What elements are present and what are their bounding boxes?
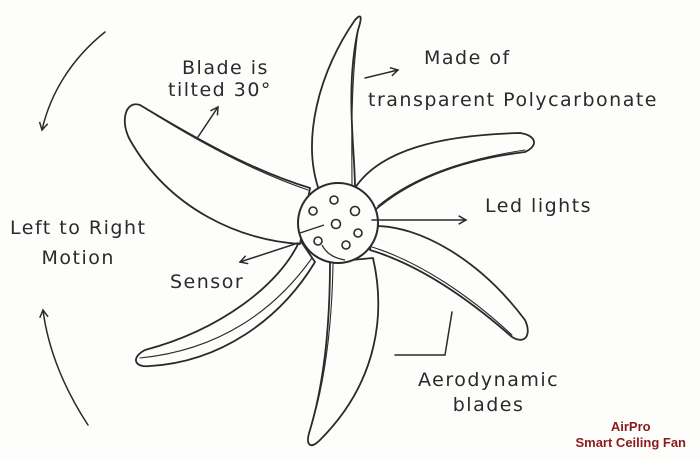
brand-caption: AirPro Smart Ceiling Fan (575, 419, 686, 451)
label-led-lights: Led lights (485, 195, 593, 217)
blade-tilt-arrow (197, 105, 219, 138)
label-blade-tilt: Blade is tilted 30° (168, 57, 272, 101)
brand-title: AirPro (610, 419, 651, 434)
label-sensor: Sensor (170, 271, 245, 293)
label-motion: Left to Right Motion (10, 217, 147, 269)
fan-blade-lower-right (369, 225, 529, 341)
fan-hub (297, 182, 379, 264)
fan-blade-top (311, 15, 362, 194)
fan-blade-upper-right (354, 132, 535, 211)
led-light-dots (308, 195, 363, 250)
aero-pointer (394, 311, 453, 356)
sensor-mark (299, 224, 325, 234)
material-arrow (364, 66, 400, 79)
label-material-line2: transparent Polycarbonate (368, 89, 659, 111)
fan-blade-bottom (307, 257, 380, 447)
label-material: Made of (424, 47, 511, 69)
sensor-arrow (238, 242, 299, 265)
rotation-arrow-bottom-icon (39, 308, 89, 426)
fan-blade-lower-left (135, 239, 316, 368)
brand-subtitle: Smart Ceiling Fan (575, 435, 686, 450)
label-aerodynamic-blades: Aerodynamic blades (418, 369, 560, 416)
fan-blade-upper-left (123, 103, 311, 245)
rotation-arrow-top-icon (38, 31, 106, 132)
